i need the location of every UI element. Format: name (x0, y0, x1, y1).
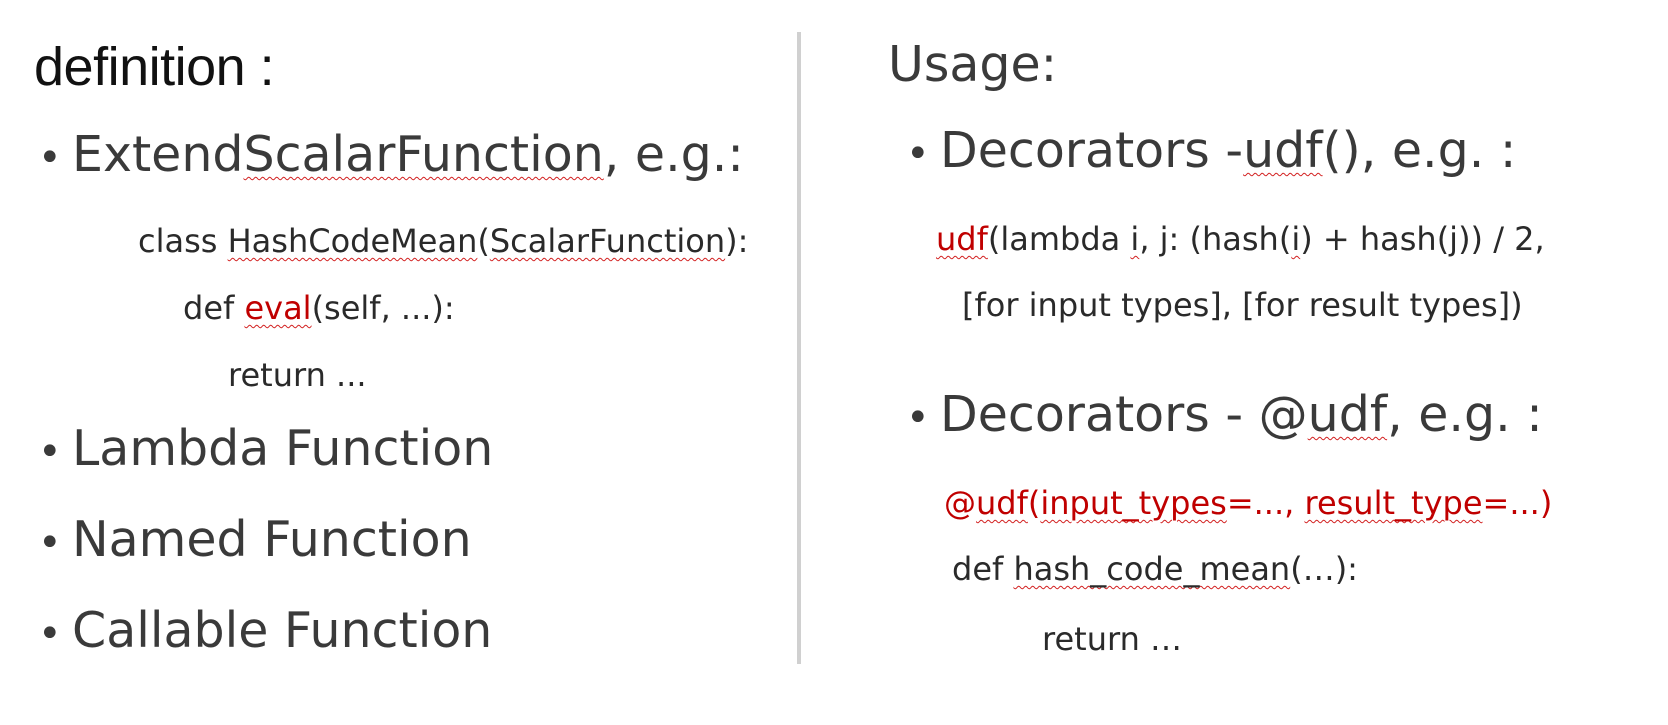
code-lambda-keyword: (lambda (987, 220, 1131, 258)
bullet-decorators-udf-call: • Decorators - udf(), e.g. : (906, 122, 1516, 179)
code-keyword-def: def (183, 289, 245, 327)
decorator1-prefix: Decorators - (940, 122, 1244, 179)
decorator2-prefix: Decorators - @ (940, 386, 1308, 443)
decorator2-suffix: , e.g. : (1387, 386, 1543, 443)
bullet-glyph: • (38, 520, 62, 566)
code-hash-arg-i: i (1291, 220, 1301, 258)
code-result-type-arg: result_type (1304, 484, 1483, 522)
bullet-glyph: • (906, 395, 930, 441)
bullet-glyph: • (38, 611, 62, 657)
code-base-class: ScalarFunction (489, 222, 726, 260)
code-eval-args: (self, ...): (311, 289, 455, 327)
code-lambda-mid: , j: (hash( (1139, 220, 1292, 258)
decorator1-term: udf (1243, 122, 1323, 179)
extend-term: ScalarFunction (243, 126, 604, 183)
code-result-type-value: =...) (1482, 484, 1553, 522)
code-paren-close: ): (725, 222, 749, 260)
lambda-function-label: Lambda Function (72, 420, 494, 477)
code-class-name: HashCodeMean (227, 222, 478, 260)
definition-heading: definition : (34, 37, 275, 97)
bullet-glyph: • (906, 131, 930, 177)
code-udf-types-line: [for input types], [for result types]) (962, 286, 1523, 324)
extend-prefix: Extend (72, 126, 244, 183)
named-function-label: Named Function (72, 511, 472, 568)
code-eval-name: eval (244, 289, 312, 327)
usage-heading: Usage: (888, 36, 1058, 93)
extend-suffix: , e.g.: (603, 126, 744, 183)
bullet-named-function: • Named Function (38, 511, 472, 568)
code-udf-name: udf (936, 220, 988, 258)
code-keyword-def: def (952, 550, 1014, 588)
decorator1-suffix: (), e.g. : (1322, 122, 1517, 179)
code-def-hash-line: def hash_code_mean(…): (952, 550, 1358, 588)
code-paren-open: ( (477, 222, 490, 260)
code-class-line: class HashCodeMean(ScalarFunction): (138, 222, 748, 260)
code-hash-args: (…): (1290, 550, 1358, 588)
bullet-glyph: • (38, 429, 62, 475)
code-def-eval-line: def eval(self, ...): (183, 289, 455, 327)
code-at-udf-decorator-line: @udf(input_types=..., result_type=...) (944, 484, 1552, 522)
bullet-decorators-at-udf: • Decorators - @udf, e.g. : (906, 386, 1543, 443)
code-at-sign: @ (944, 484, 976, 522)
bullet-lambda-function: • Lambda Function (38, 420, 493, 477)
code-input-types-value: =..., (1226, 484, 1305, 522)
code-lambda-arg-i: i (1130, 220, 1140, 258)
bullet-extend-scalarfunction: • Extend ScalarFunction, e.g.: (38, 126, 744, 183)
decorator2-term: udf (1307, 386, 1388, 443)
code-hash-code-mean-name: hash_code_mean (1013, 550, 1291, 588)
code-return-line-right: return … (1042, 620, 1183, 658)
code-keyword-class: class (138, 222, 228, 260)
bullet-callable-function: • Callable Function (38, 602, 492, 659)
code-udf-lambda-line: udf(lambda i, j: (hash(i) + hash(j)) / 2… (936, 220, 1545, 258)
code-udf-decorator-name: udf (976, 484, 1028, 522)
callable-function-label: Callable Function (72, 602, 493, 659)
code-decorator-paren: ( (1027, 484, 1041, 522)
column-divider (797, 32, 801, 664)
code-input-types-arg: input_types (1040, 484, 1227, 522)
code-return-line: return ... (228, 356, 367, 394)
bullet-glyph: • (38, 135, 62, 181)
code-lambda-tail: ) + hash(j)) / 2, (1300, 220, 1545, 258)
